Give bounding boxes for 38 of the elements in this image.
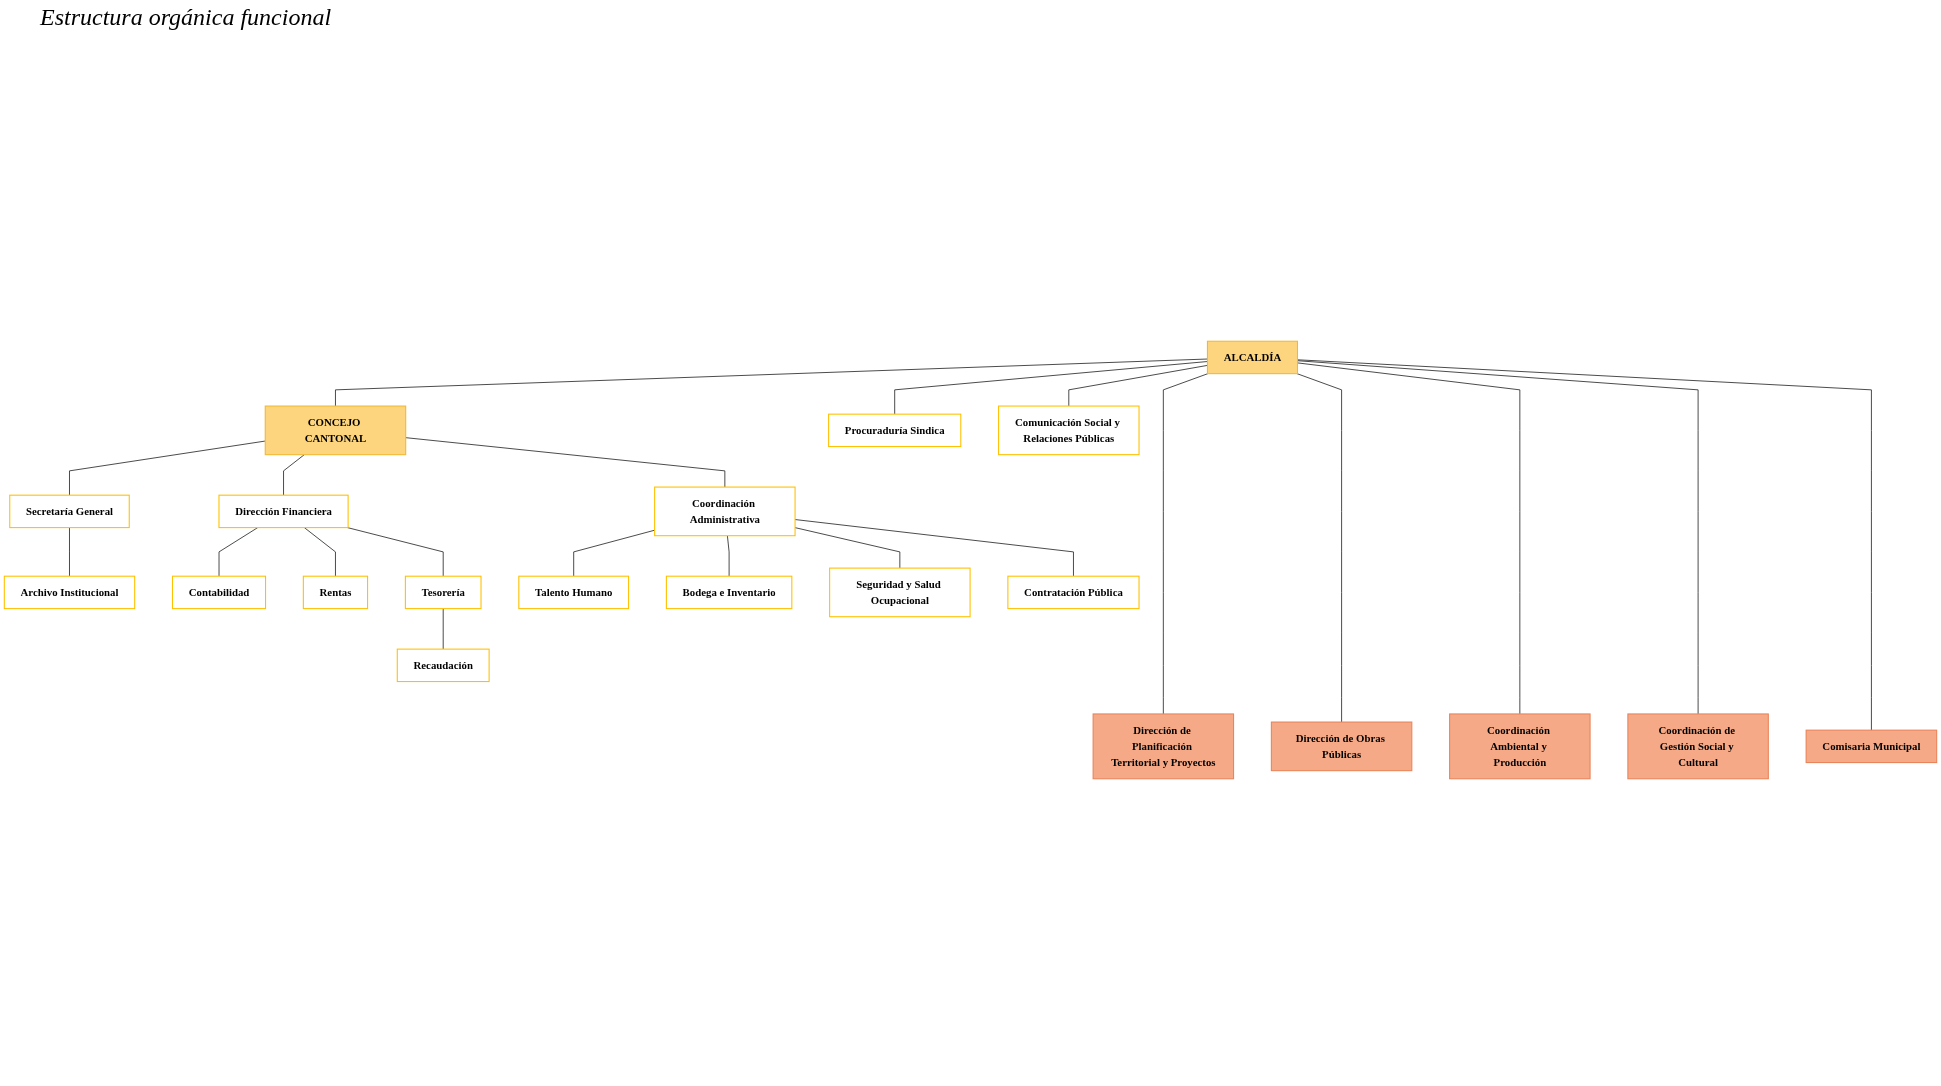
node-box: Comisaria Municipal <box>1805 729 1938 764</box>
connector <box>347 527 444 577</box>
node-box: Tesorería <box>404 575 482 610</box>
connector <box>283 454 305 496</box>
node-box: Coordinación Ambiental y Producción <box>1449 713 1591 780</box>
node-box: Procuraduría Sindica <box>828 413 962 448</box>
connector <box>69 527 70 577</box>
node-box: Coordinación de Gestión Social y Cultural <box>1627 713 1769 780</box>
connector <box>303 527 336 577</box>
node-box: Coordinación Administrativa <box>654 486 796 537</box>
node-box: Comunicación Social y Relaciones Públicas <box>998 405 1140 456</box>
node-box: Secretaría General <box>9 494 130 529</box>
node-box: Archivo Institucional <box>3 575 136 610</box>
node-box: ALCALDÍA <box>1206 340 1299 375</box>
connector <box>1297 362 1521 715</box>
node-box: Contratación Pública <box>1007 575 1140 610</box>
connector <box>335 358 1208 407</box>
connector <box>1162 373 1209 715</box>
node-box: Dirección de Planificación Territorial y Proyectos <box>1092 713 1235 780</box>
connector <box>727 535 730 577</box>
node-box: Bodega e Inventario <box>665 575 793 610</box>
connector <box>1296 373 1342 723</box>
connector <box>405 437 726 488</box>
connector <box>1068 364 1208 407</box>
connector <box>1297 360 1699 715</box>
node-box: Recaudación <box>396 648 490 683</box>
connector <box>894 361 1208 415</box>
connector <box>218 527 259 577</box>
node-box: Dirección de Obras Públicas <box>1270 721 1413 772</box>
connector <box>69 440 266 496</box>
diagram-title: Estructura orgánica funcional <box>40 4 332 31</box>
node-box: Seguridad y Salud Ocupacional <box>829 567 971 618</box>
node-box: CONCEJO CANTONAL <box>264 405 407 456</box>
node-box: Dirección Financiera <box>218 494 349 529</box>
node-box: Talento Humano <box>518 575 630 610</box>
node-box: Contabilidad <box>171 575 267 610</box>
node-box: Rentas <box>302 575 369 610</box>
connector <box>1297 359 1872 731</box>
